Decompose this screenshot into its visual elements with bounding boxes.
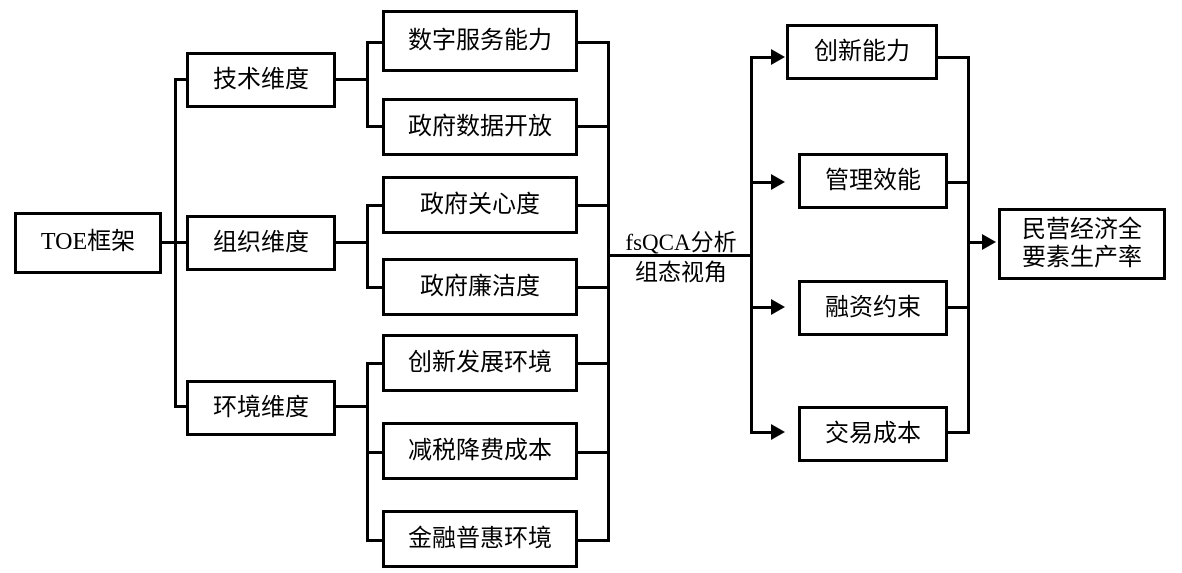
connector: [366, 125, 384, 128]
connector: [366, 451, 384, 454]
connector: [750, 56, 753, 432]
outcome-label: 创新能力: [814, 37, 910, 66]
factor-box: 政府廉洁度: [382, 258, 578, 316]
factor-box: 减税降费成本: [382, 422, 578, 480]
connector: [174, 405, 188, 408]
connector: [967, 56, 970, 434]
arrow-head-icon: [771, 299, 785, 315]
factor-label: 政府关心度: [420, 190, 540, 219]
outcome-label: 管理效能: [825, 166, 921, 195]
connector: [578, 539, 608, 542]
outcome-label: 融资约束: [825, 293, 921, 322]
dimension-box-environment: 环境维度: [186, 380, 336, 436]
connector: [948, 306, 970, 309]
dimension-label: 组织维度: [213, 228, 309, 257]
outcome-box-financing: 融资约束: [798, 280, 948, 336]
final-outcome-box: 民营经济全 要素生产率: [998, 208, 1166, 280]
connector: [578, 125, 608, 128]
connector: [948, 431, 970, 434]
factor-label: 创新发展环境: [408, 348, 552, 377]
outcome-label: 交易成本: [825, 419, 921, 448]
outcome-box-management: 管理效能: [798, 153, 948, 209]
toe-framework-box: TOE框架: [14, 212, 162, 274]
connector: [366, 41, 369, 128]
connector: [366, 204, 369, 289]
connector: [366, 41, 384, 44]
factor-label: 政府数据开放: [408, 112, 552, 141]
final-outcome-line1: 民营经济全: [1022, 215, 1142, 244]
dimension-label: 技术维度: [213, 65, 309, 94]
connector: [750, 431, 772, 434]
connector: [750, 181, 772, 184]
outcome-box-innovation: 创新能力: [786, 24, 938, 80]
connector: [607, 41, 610, 542]
connector: [174, 241, 188, 244]
connector: [578, 362, 608, 365]
factor-label: 数字服务能力: [408, 26, 552, 55]
arrow-head-icon: [982, 234, 996, 250]
connector: [750, 56, 772, 59]
connector: [366, 539, 384, 542]
toe-framework-label: TOE框架: [40, 229, 136, 256]
connector: [366, 204, 384, 207]
connector: [578, 451, 608, 454]
arrow-head-icon: [771, 424, 785, 440]
connector: [607, 254, 751, 257]
center-label-line2: 组态视角: [635, 260, 727, 286]
factor-label: 金融普惠环境: [408, 524, 552, 553]
connector: [578, 204, 608, 207]
factor-box: 政府数据开放: [382, 98, 578, 156]
factor-box: 政府关心度: [382, 176, 578, 234]
connector: [948, 181, 970, 184]
arrow-head-icon: [771, 49, 785, 65]
outcome-box-transaction: 交易成本: [798, 406, 948, 462]
connector: [336, 78, 367, 81]
connector: [750, 306, 772, 309]
connector: [578, 286, 608, 289]
connector: [174, 78, 188, 81]
connector: [336, 241, 367, 244]
dimension-box-organization: 组织维度: [186, 215, 336, 271]
dimension-label: 环境维度: [213, 393, 309, 422]
connector: [578, 41, 608, 44]
center-label-line1: fsQCA分析: [625, 230, 737, 255]
connector: [162, 241, 175, 244]
factor-label: 政府廉洁度: [420, 272, 540, 301]
final-outcome-line2: 要素生产率: [1022, 243, 1142, 271]
connector: [366, 362, 384, 365]
factor-box: 数字服务能力: [382, 10, 578, 72]
factor-box: 金融普惠环境: [382, 510, 578, 568]
factor-box: 创新发展环境: [382, 334, 578, 392]
factor-label: 减税降费成本: [408, 436, 552, 465]
arrow-head-icon: [771, 174, 785, 190]
connector: [336, 405, 367, 408]
connector: [967, 241, 983, 244]
connector: [938, 56, 970, 59]
dimension-box-technology: 技术维度: [186, 52, 336, 108]
connector: [366, 286, 384, 289]
analysis-method-label: fsQCA分析 组态视角: [612, 228, 750, 288]
